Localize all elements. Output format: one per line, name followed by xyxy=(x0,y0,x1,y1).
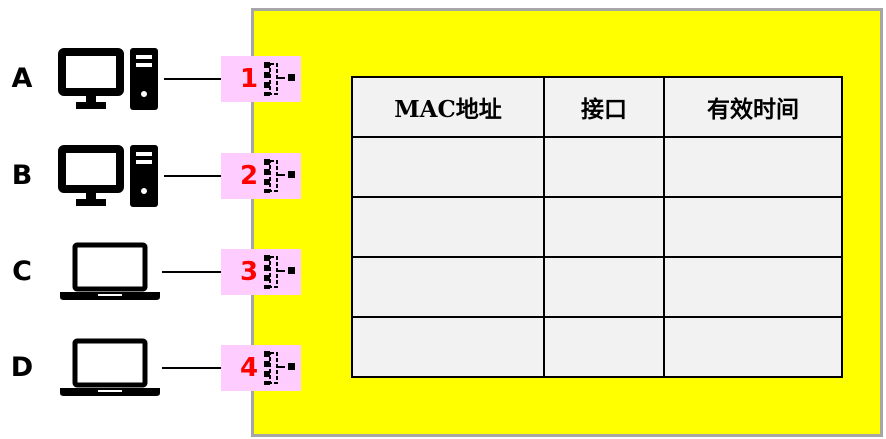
table-row xyxy=(351,256,843,318)
desktop-computer-icon xyxy=(58,145,158,207)
ethernet-port-icon xyxy=(264,255,295,289)
wire-c xyxy=(162,271,221,273)
table-header-row: MAC地址 接口 有效时间 xyxy=(351,76,843,138)
host-label-a: A xyxy=(11,63,33,94)
port-4: 4 xyxy=(221,345,301,391)
header-interface: 接口 xyxy=(543,76,665,138)
table-cell xyxy=(351,316,545,378)
port-2: 2 xyxy=(221,153,301,199)
table-cell xyxy=(543,316,665,378)
mac-address-table: MAC地址 接口 有效时间 xyxy=(351,76,843,378)
table-cell xyxy=(663,256,843,318)
ethernet-port-icon xyxy=(264,351,295,385)
desktop-computer-icon xyxy=(58,48,158,110)
host-label-d: D xyxy=(10,352,34,383)
wire-b xyxy=(164,175,221,177)
table-cell xyxy=(351,136,545,198)
host-label-c: C xyxy=(12,256,32,287)
table-cell xyxy=(543,256,665,318)
wire-a xyxy=(164,78,221,80)
port-number: 2 xyxy=(239,161,259,191)
port-number: 3 xyxy=(239,257,259,287)
wire-d xyxy=(162,367,221,369)
table-cell xyxy=(351,196,545,258)
table-cell xyxy=(543,136,665,198)
ethernet-port-icon xyxy=(264,62,295,96)
ethernet-port-icon xyxy=(264,159,295,193)
table-cell xyxy=(663,316,843,378)
port-3: 3 xyxy=(221,249,301,295)
port-number: 4 xyxy=(239,353,259,383)
table-cell xyxy=(351,256,545,318)
port-1: 1 xyxy=(221,56,301,102)
table-row xyxy=(351,196,843,258)
laptop-icon xyxy=(60,242,160,300)
host-label-b: B xyxy=(11,160,33,191)
table-cell xyxy=(663,196,843,258)
table-row xyxy=(351,136,843,198)
table-cell xyxy=(543,196,665,258)
header-mac-address: MAC地址 xyxy=(351,76,545,138)
header-valid-time: 有效时间 xyxy=(663,76,843,138)
port-number: 1 xyxy=(239,64,259,94)
table-row xyxy=(351,316,843,378)
table-cell xyxy=(663,136,843,198)
laptop-icon xyxy=(60,338,160,396)
